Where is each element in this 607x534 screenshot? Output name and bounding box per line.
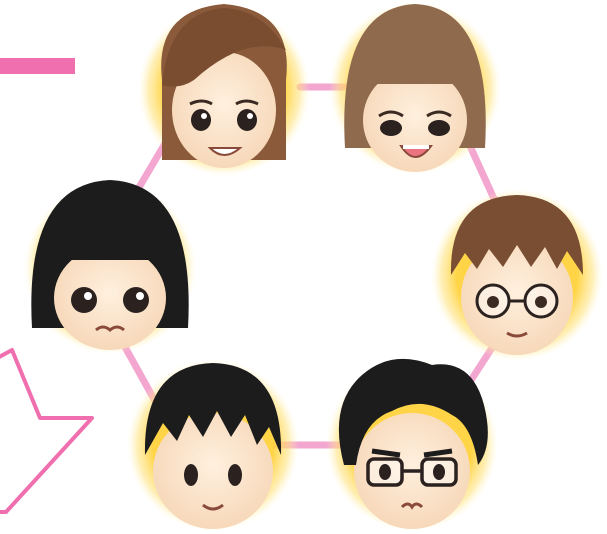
- character-avatar-top-left[interactable]: [138, 4, 310, 176]
- pink-bar: [0, 58, 75, 74]
- character-avatar-bottom-right[interactable]: [326, 358, 498, 531]
- character-avatar-middle-left[interactable]: [24, 180, 196, 354]
- character-avatar-bottom-left[interactable]: [127, 359, 299, 531]
- character-avatar-top-right[interactable]: [329, 2, 501, 174]
- character-avatar-middle-right[interactable]: [431, 189, 603, 361]
- pink-speech-bubble: [0, 348, 94, 514]
